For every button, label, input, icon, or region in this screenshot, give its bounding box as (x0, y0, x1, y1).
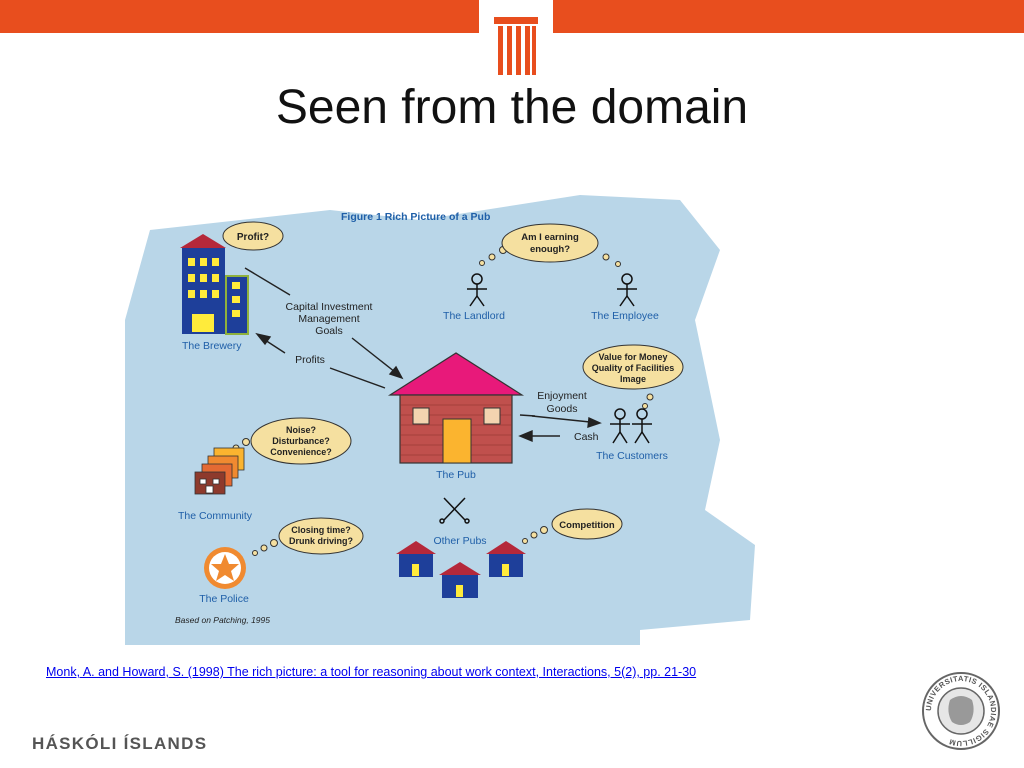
other-pubs-houses-icon (396, 541, 526, 598)
university-name: HÁSKÓLI ÍSLANDS (32, 734, 208, 753)
community-thought-bubble (250, 417, 352, 465)
employee-stick-figure-icon (617, 273, 637, 307)
community-thought-line-2: Disturbance? (272, 436, 330, 446)
page-title: Seen from the domain (275, 81, 749, 134)
cash-flow-label: Cash (574, 431, 599, 443)
customers-stick-figures-icon (610, 408, 652, 444)
figure-caption: Figure 1 Rich Picture of a Pub (341, 211, 490, 223)
competition-thought-dots (522, 526, 548, 544)
pub-building-icon (387, 352, 525, 464)
employee-label: The Employee (591, 310, 659, 322)
enjoyment-flow-line-2: Goods (547, 403, 578, 415)
customers-thought-dots (642, 393, 654, 409)
landlord-label: The Landlord (443, 310, 505, 322)
community-thought-line-1: Noise? (286, 425, 316, 435)
police-thought-dots (252, 539, 278, 556)
customers-thought-bubble (582, 344, 684, 390)
capital-flow-line-1: Capital Investment (286, 301, 373, 313)
pub-label: The Pub (436, 469, 476, 481)
customers-thought-line-1: Value for Money (598, 352, 667, 362)
brewery-building-icon (180, 234, 249, 335)
competition-thought-bubble (551, 508, 623, 540)
rich-picture-figure: Figure 1 Rich Picture of a Pub The Brewe… (125, 195, 755, 645)
earning-thought-line-2: enough? (530, 244, 570, 255)
earning-thought-line-1: Am I earning (521, 232, 579, 243)
police-thought-line-1: Closing time? (291, 525, 351, 535)
profit-thought-bubble (222, 221, 284, 251)
brewery-label: The Brewery (182, 340, 242, 352)
other-pubs-label: Other Pubs (433, 535, 486, 547)
arrows (244, 267, 602, 443)
profits-flow-label: Profits (295, 354, 325, 366)
police-label: The Police (199, 593, 249, 605)
community-houses-icon (194, 447, 245, 495)
crossed-swords-icon (439, 497, 470, 524)
police-badge-icon (204, 547, 246, 589)
community-label: The Community (178, 510, 253, 522)
customers-thought-line-2: Quality of Facilities (592, 363, 675, 373)
source-note: Based on Patching, 1995 (175, 615, 270, 625)
enjoyment-flow-line-1: Enjoyment (537, 390, 587, 402)
capital-flow-line-3: Goals (315, 325, 342, 337)
university-logo-icon (494, 17, 538, 75)
police-thought-bubble (278, 517, 364, 555)
landlord-stick-figure-icon (467, 273, 487, 307)
university-seal-icon: UNIVERSITATIS ISLANDIAE SIGILLUM (922, 672, 1000, 750)
police-thought-line-2: Drunk driving? (289, 536, 353, 546)
profit-thought-text: Profit? (237, 232, 269, 243)
community-thought-line-3: Convenience? (270, 447, 332, 457)
customers-thought-line-3: Image (620, 374, 646, 384)
earning-thought-bubble (501, 223, 599, 263)
citation-link[interactable]: Monk, A. and Howard, S. (1998) The rich … (46, 665, 697, 679)
customers-label: The Customers (596, 450, 668, 462)
capital-flow-line-2: Management (298, 313, 359, 325)
competition-thought-text: Competition (559, 520, 615, 531)
